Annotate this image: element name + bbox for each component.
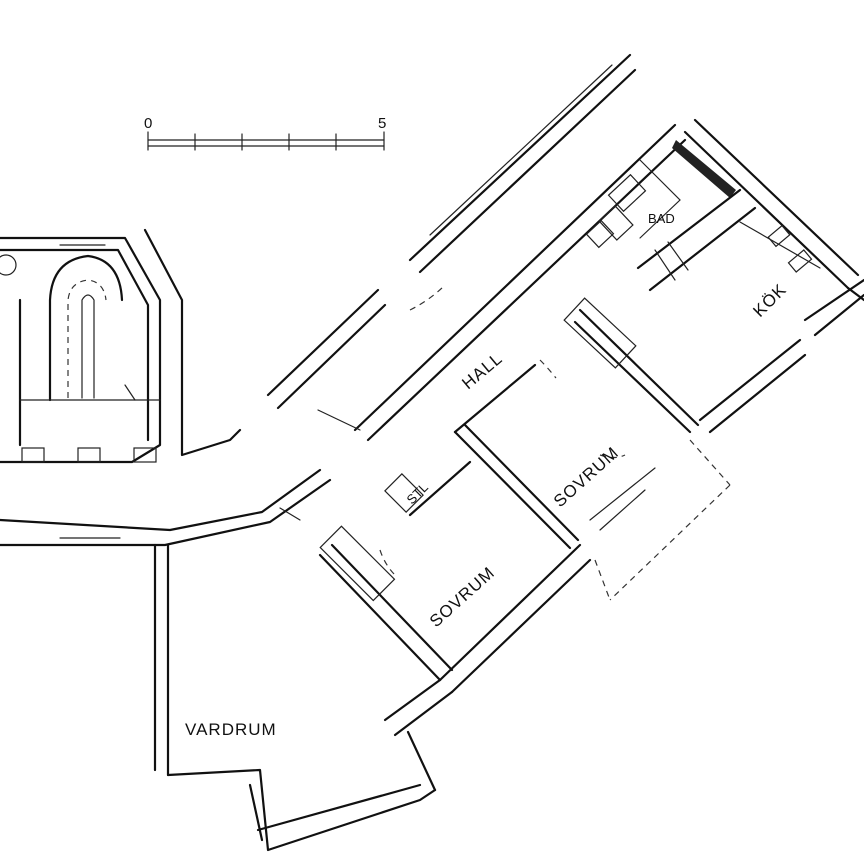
scale-bar: 0 5: [144, 115, 386, 151]
wardrobes: [319, 297, 656, 602]
room-label-bad: BAD: [648, 211, 675, 226]
bathroom-fixtures: [585, 140, 736, 249]
room-label-hall: HALL: [458, 349, 506, 393]
room-label-sovrum-upper: SOVRUM: [550, 443, 623, 511]
kitchen-fixtures: [636, 188, 821, 292]
room-label-sovrum-lower: SOVRUM: [426, 563, 499, 631]
door-swings: [317, 284, 626, 576]
corridor-walls: [0, 468, 332, 547]
room-label-stl: STL: [404, 480, 431, 507]
main-walls: [153, 53, 864, 852]
room-labels: BAD KÖK HALL SOVRUM SOVRUM VARDRUM STL: [185, 211, 790, 739]
scale-end-label: 5: [378, 115, 386, 132]
scale-start-label: 0: [144, 115, 152, 132]
stairwell: [0, 228, 242, 464]
room-label-kok: KÖK: [749, 280, 790, 321]
room-label-vardrum: VARDRUM: [185, 720, 277, 739]
